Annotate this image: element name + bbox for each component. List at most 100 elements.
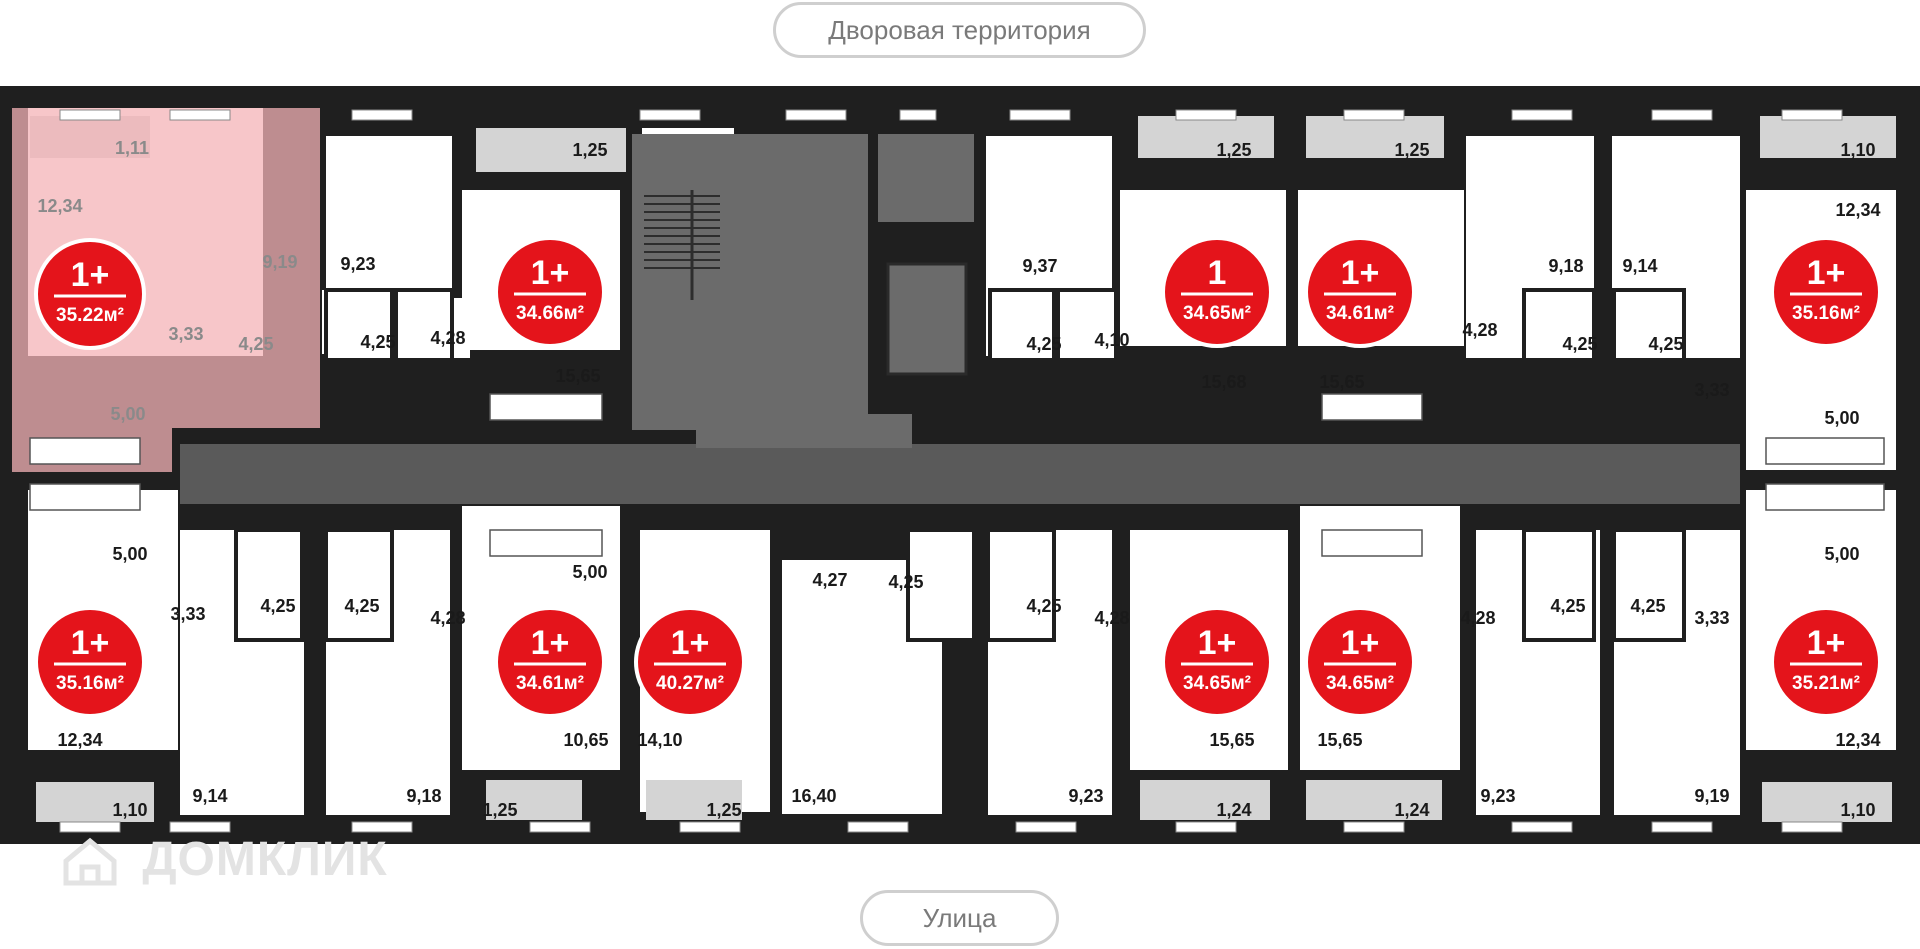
apartment-type: 1+ — [1807, 254, 1846, 292]
room-area-label: 9,19 — [262, 252, 297, 272]
room-area-label: 3,33 — [1694, 380, 1729, 400]
room-area-label: 1,25 — [572, 140, 607, 160]
room-area-label: 9,23 — [1068, 786, 1103, 806]
apartment-badge[interactable]: 1+ 34.61м² — [494, 606, 606, 718]
window — [1175, 821, 1237, 833]
watermark: ДОМКЛИК — [62, 832, 388, 887]
bathroom-10 — [986, 528, 1056, 642]
room-area-label: 1,25 — [1216, 140, 1251, 160]
fixtures — [29, 109, 1885, 833]
room-area-label: 4,25 — [1026, 334, 1061, 354]
room-area-label: 5,00 — [572, 562, 607, 582]
kitchen-counter — [1321, 529, 1423, 557]
window — [785, 109, 847, 121]
room-area-label: 15,65 — [555, 366, 600, 386]
window — [1651, 821, 1713, 833]
room-area-label: 4,25 — [1562, 334, 1597, 354]
window — [679, 821, 741, 833]
badge-circle — [34, 238, 146, 350]
badge-circle — [1304, 236, 1416, 348]
window — [1511, 109, 1573, 121]
badge-circle — [494, 606, 606, 718]
room-area-label: 4,28 — [430, 328, 465, 348]
window — [1343, 821, 1405, 833]
bathroom-1 — [324, 288, 394, 362]
balcony-5 — [1760, 116, 1896, 158]
window — [1175, 109, 1237, 121]
bathroom-9 — [906, 528, 976, 642]
watermark-text: ДОМКЛИК — [142, 833, 388, 886]
window — [169, 109, 231, 121]
room-area-label: 5,00 — [112, 544, 147, 564]
kitchen-counter — [489, 529, 603, 557]
window — [529, 821, 591, 833]
balcony-10 — [1306, 780, 1442, 820]
room-area-label: 4,25 — [888, 572, 923, 592]
room-area-label: 4,28 — [430, 608, 465, 628]
apartment-badge[interactable]: 1+34.66м² — [494, 236, 606, 348]
room-area-label: 4,25 — [1550, 596, 1585, 616]
room-area-label: 1,25 — [482, 800, 517, 820]
apartment-type: 1+ — [531, 624, 570, 662]
apartment-badge[interactable]: 1+35.22м² — [34, 238, 146, 350]
apartment-type: 1+ — [71, 256, 110, 294]
room-area-label: 9,18 — [406, 786, 441, 806]
selected-apartment-highlight — [12, 108, 320, 472]
apartment-badge[interactable]: 134.65м² — [1161, 236, 1273, 348]
room-area-label: 15,65 — [1317, 730, 1362, 750]
window — [1781, 821, 1843, 833]
room-area-labels: 1,11 12,34 9,19 3,33 4,25 5,00 9,23 1,25 4,25 4,2… — [37, 138, 1880, 820]
room-area-label: 4,25 — [1648, 334, 1683, 354]
kitchen-counter — [29, 483, 141, 511]
apartment-type: 1+ — [1341, 254, 1380, 292]
apartment-badge[interactable]: 1+35.21м² — [1770, 606, 1882, 718]
apartment-badge[interactable]: 1+34.61м² — [1304, 236, 1416, 348]
room-area-label: 3,33 — [170, 604, 205, 624]
kitchen-counter — [1765, 483, 1885, 511]
room-area-label: 3,33 — [1694, 608, 1729, 628]
apartment-area: 34.61м² — [516, 673, 584, 694]
window — [59, 109, 121, 121]
room-area-label: 4,10 — [1094, 330, 1129, 350]
apartment-type: 1+ — [1198, 624, 1237, 662]
room-area-label: 1,10 — [1840, 800, 1875, 820]
room-area-label: 1,10 — [112, 800, 147, 820]
room-area-label: 9,37 — [1022, 256, 1057, 276]
window — [1511, 821, 1573, 833]
room-area-label: 4,25 — [1630, 596, 1665, 616]
apartment-badge[interactable]: 1+ 34.65м² — [1161, 606, 1273, 718]
room-area-label: 4,28 — [1462, 320, 1497, 340]
kitchen-counter — [489, 393, 603, 421]
room-27 — [28, 508, 140, 588]
room-area-label: 14,10 — [637, 730, 682, 750]
room-area-label: 1,25 — [1394, 140, 1429, 160]
room-area-label: 4,25 — [344, 596, 379, 616]
balcony-6 — [36, 782, 154, 822]
window — [351, 109, 413, 121]
apartment-badge[interactable]: 1+40.27м² — [634, 606, 746, 718]
apartment-badge[interactable]: 1+34.65м² — [1304, 606, 1416, 718]
window — [847, 821, 909, 833]
balcony-7 — [486, 780, 582, 820]
bathroom-4 — [1056, 288, 1118, 362]
room-area-label: 12,34 — [37, 196, 82, 216]
apartment-type: 1 — [1208, 254, 1227, 292]
bathroom-12 — [1612, 528, 1686, 642]
window — [351, 821, 413, 833]
room-area-label: 1,25 — [706, 800, 741, 820]
apartment-badge[interactable]: 1+35.16м² — [34, 606, 146, 718]
window — [1343, 109, 1405, 121]
badge-circle — [34, 606, 146, 718]
apartment-badge[interactable]: 1+35.16м² — [1770, 236, 1882, 348]
apartment-badges[interactable]: 1+35.22м²1+34.66м²134.65м²1+34.61м²1+35.… — [34, 236, 1882, 718]
room-area-label: 15,65 — [1319, 372, 1364, 392]
badge-circle — [494, 236, 606, 348]
apartment-type: 1+ — [1341, 624, 1380, 662]
apartment-area: 35.21м² — [1792, 673, 1860, 694]
room-area-label: 9,14 — [192, 786, 227, 806]
house-logo-icon — [63, 838, 117, 886]
room-area-label: 12,34 — [1835, 730, 1880, 750]
room-area-label: 1,11 — [115, 138, 149, 158]
apartment-area: 34.65м² — [1183, 673, 1251, 694]
